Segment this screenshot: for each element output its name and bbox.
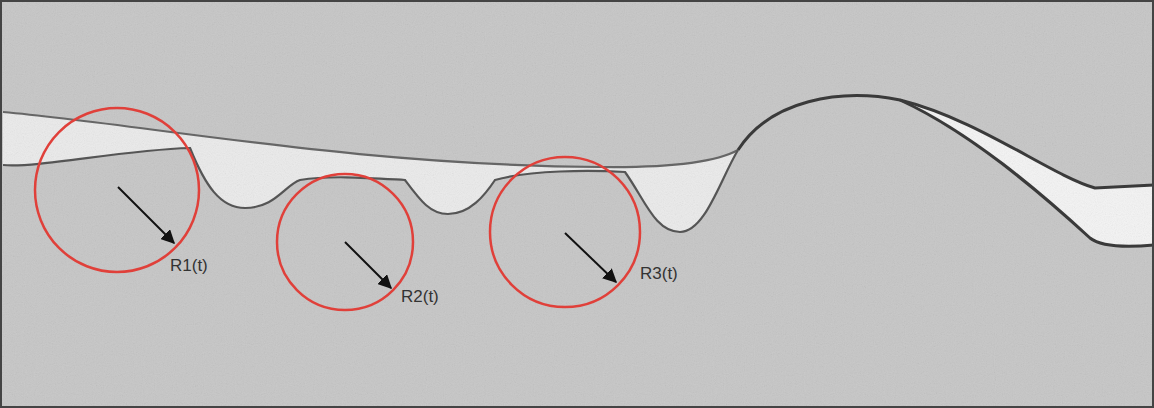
bubble-circle bbox=[490, 157, 640, 307]
radius-label: R3(t) bbox=[640, 264, 678, 284]
wave-crest bbox=[738, 96, 1154, 188]
radius-arrow bbox=[118, 187, 174, 243]
bubble-circle bbox=[277, 174, 413, 310]
upper-interface bbox=[3, 112, 738, 167]
film-underside bbox=[900, 100, 1154, 246]
radius-label: R1(t) bbox=[170, 256, 208, 276]
radius-label: R2(t) bbox=[401, 287, 439, 307]
bubble-circle bbox=[35, 108, 199, 272]
radius-arrow bbox=[345, 242, 391, 288]
radius-arrow bbox=[565, 233, 616, 282]
